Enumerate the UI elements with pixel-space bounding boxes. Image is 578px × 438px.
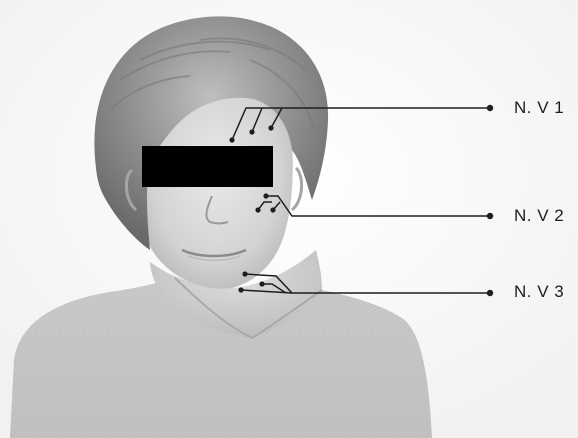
nerve-v3-point-2	[259, 281, 264, 286]
nerve-v2-point-1	[263, 193, 268, 198]
nerve-v1-end-dot	[487, 105, 493, 111]
nerve-v3-point-1	[242, 271, 247, 276]
nerve-v1-point-1	[229, 137, 234, 142]
eye-censor-bar	[142, 146, 273, 187]
nerve-v2-point-3	[270, 207, 275, 212]
nerve-v1-point-3	[268, 125, 273, 130]
nerve-v3-end-dot	[487, 290, 493, 296]
nerve-v3-point-3	[238, 287, 243, 292]
nerve-v1-point-2	[249, 129, 254, 134]
label-n-v2: N. V 2	[514, 206, 564, 226]
nerve-v2-end-dot	[487, 213, 493, 219]
nerve-v2-point-2	[255, 207, 260, 212]
label-n-v1: N. V 1	[514, 98, 564, 118]
label-n-v3: N. V 3	[514, 282, 564, 302]
